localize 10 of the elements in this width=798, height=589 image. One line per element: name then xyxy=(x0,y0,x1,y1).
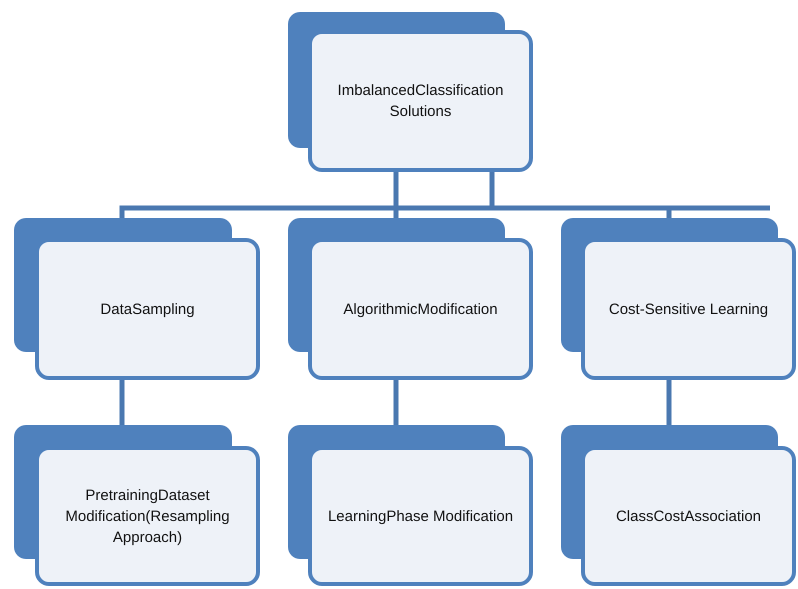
connector-line xyxy=(394,380,398,425)
connector-line xyxy=(666,380,672,425)
node-label: AlgorithmicModification xyxy=(342,300,499,320)
node-label: PretrainingDataset Modification(Resampling Approach) xyxy=(64,486,231,548)
node-label: Cost-Sensitive Learning xyxy=(608,300,770,320)
connector-line xyxy=(120,380,124,425)
node-label: ImbalancedClassification Solutions xyxy=(336,81,504,122)
node-label: ClassCostAssociation xyxy=(614,506,762,526)
node-label: DataSampling xyxy=(99,300,196,320)
node-label: LearningPhase Modification xyxy=(326,506,514,526)
